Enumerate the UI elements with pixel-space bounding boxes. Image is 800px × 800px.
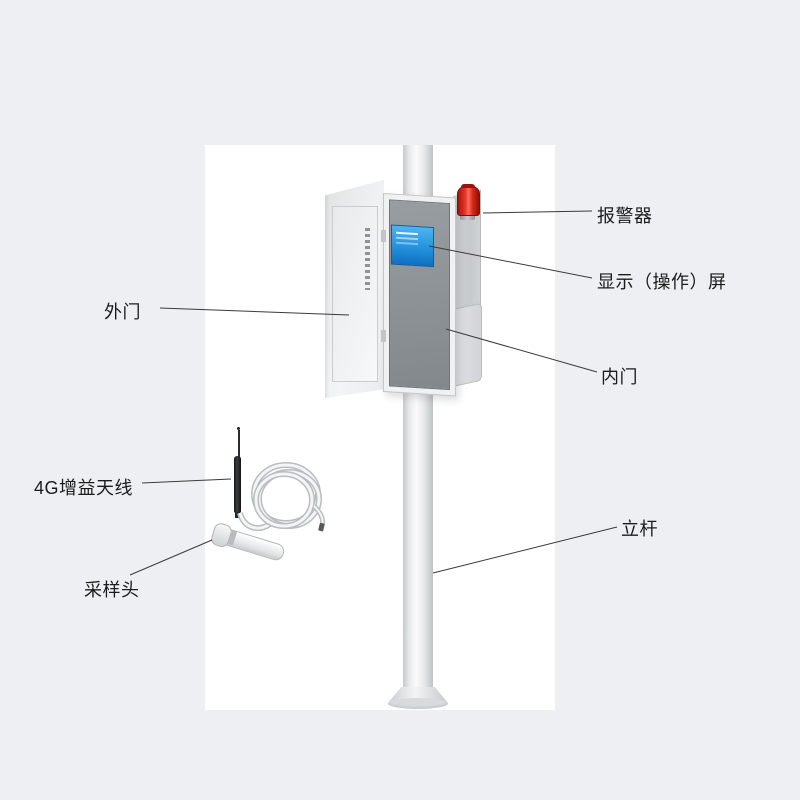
cabinet-body	[383, 193, 456, 397]
label-antenna-4g: 4G增益天线	[34, 478, 134, 498]
door-printed-text	[365, 228, 370, 290]
door-hinge	[381, 230, 386, 242]
inner-door	[389, 199, 450, 391]
antenna-tip	[238, 430, 240, 457]
label-alarm: 报警器	[597, 206, 653, 226]
leader-sampler	[129, 539, 213, 576]
alarm-mount	[460, 213, 475, 220]
door-hinge	[381, 330, 386, 342]
outer-door-recess	[332, 206, 378, 382]
outer-door	[325, 180, 384, 398]
antenna-tip-ball	[237, 427, 240, 430]
pole-base-plate	[388, 698, 448, 709]
label-pole: 立杆	[621, 519, 658, 539]
alarm-beacon	[457, 184, 480, 216]
antenna-body	[234, 456, 241, 513]
antenna-base	[235, 512, 240, 518]
label-sampling-head: 采样头	[84, 580, 140, 600]
label-outer-door: 外门	[104, 302, 141, 322]
display-screen	[391, 224, 434, 268]
label-display-screen: 显示（操作）屏	[597, 272, 727, 292]
label-inner-door: 内门	[601, 367, 638, 387]
